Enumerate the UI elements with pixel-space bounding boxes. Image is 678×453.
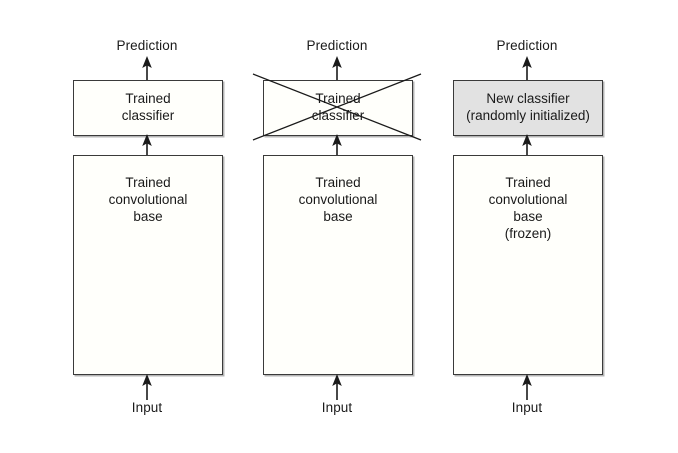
prediction-label: Prediction	[496, 38, 558, 53]
trained-classifier-box: Trained classifier	[73, 80, 223, 136]
diagram-column-new-classifier: Prediction New classifier (randomly init…	[414, 0, 640, 453]
input-label: Input	[511, 400, 543, 415]
frozen-convolutional-base-box: Trained convolutional base (frozen)	[453, 155, 603, 375]
diagram-column-pretrained-network: Prediction Trained classifier Trained co…	[34, 0, 260, 453]
trained-convolutional-base-box: Trained convolutional base	[73, 155, 223, 375]
trained-classifier-box: Trained classifier	[263, 80, 413, 136]
trained-convolutional-base-box: Trained convolutional base	[263, 155, 413, 375]
trained-classifier-box-text: Trained classifier	[121, 91, 175, 123]
new-classifier-box-text: New classifier (randomly initialized)	[466, 91, 590, 123]
arrow-base-to-classifier	[522, 134, 532, 157]
trained-convolutional-base-box-text: Trained convolutional base	[298, 175, 378, 224]
input-label: Input	[321, 400, 353, 415]
prediction-label: Prediction	[116, 38, 178, 53]
trained-convolutional-base-box-text: Trained convolutional base	[108, 175, 188, 224]
arrow-input-to-base	[522, 374, 532, 400]
frozen-convolutional-base-box-text: Trained convolutional base (frozen)	[488, 175, 568, 241]
new-classifier-box: New classifier (randomly initialized)	[453, 80, 603, 136]
input-label: Input	[131, 400, 163, 415]
arrow-classifier-to-prediction	[522, 56, 532, 82]
trained-classifier-box-text: Trained classifier	[311, 91, 365, 123]
prediction-label: Prediction	[306, 38, 368, 53]
